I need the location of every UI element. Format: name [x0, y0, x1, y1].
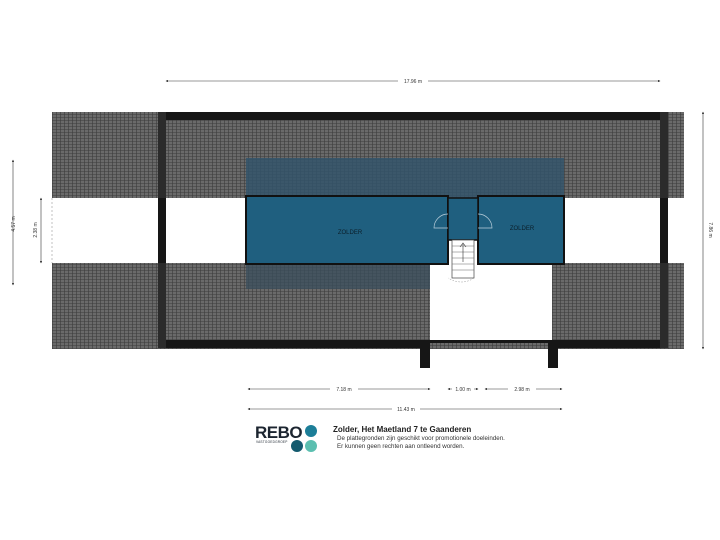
right-open-strip: [668, 198, 684, 263]
stair-arrow: [459, 242, 467, 262]
rebo-logo: REBO VASTGOEDGROEP: [255, 424, 325, 456]
room-label-left: ZOLDER: [338, 230, 363, 236]
right-inner-open: [564, 198, 660, 263]
wall-bottom-right: [552, 340, 668, 348]
dim-total-width: 17.96 m: [404, 79, 422, 85]
room-overlay-bottom: [246, 263, 430, 289]
caption-title: Zolder, Het Maetland 7 te Gaanderen: [333, 425, 472, 434]
dim-bottom-seg-2: 1.00 m: [455, 387, 470, 393]
left-open-strip: [52, 198, 160, 263]
post-right: [548, 340, 558, 368]
wall-top: [158, 112, 668, 120]
dimension-labels: 17.96 m 4.57 m 2.38 m 7.86 m 7.18 m 1.00…: [11, 77, 713, 413]
logo-dot-top: [305, 425, 317, 437]
lintel: [430, 340, 548, 343]
walls: [158, 112, 668, 368]
caption-disclaimer-2: Er kunnen geen rechten aan ontleend word…: [337, 443, 465, 450]
dim-bottom-seg-1: 7.18 m: [336, 387, 351, 393]
landing: [447, 197, 479, 241]
plan-caption: Zolder, Het Maetland 7 te Gaanderen De p…: [333, 425, 505, 451]
dim-bottom-total: 11.43 m: [397, 407, 415, 413]
door-swing-right: [477, 213, 493, 229]
room-overlay-top: [246, 158, 564, 198]
logo-tagline: VASTGOEDGROEP: [256, 440, 288, 444]
wall-bottom-left: [158, 340, 430, 348]
wall-right: [660, 198, 668, 263]
roof-area: [52, 112, 684, 349]
stair-void: [430, 263, 552, 343]
dim-right-height: 7.86 m: [707, 222, 713, 237]
logo-dot-bottom-right: [305, 440, 317, 452]
dim-left-height: 4.57 m: [11, 216, 17, 231]
post-left: [420, 340, 430, 368]
dim-bottom-seg-3: 2.98 m: [514, 387, 529, 393]
stair-curve: [447, 277, 475, 283]
caption-disclaimer-1: De plattegronden zijn geschikt voor prom…: [337, 435, 505, 442]
logo-dot-bottom-left: [291, 440, 303, 452]
door-swing-left: [433, 213, 449, 229]
left-inner-open: [166, 198, 246, 263]
wall-left: [158, 198, 166, 263]
room-label-right: ZOLDER: [510, 226, 535, 232]
dim-left-inner-height: 2.38 m: [33, 222, 39, 237]
rooms: ZOLDER ZOLDER: [245, 158, 565, 289]
logo-word: REBO: [255, 423, 303, 442]
